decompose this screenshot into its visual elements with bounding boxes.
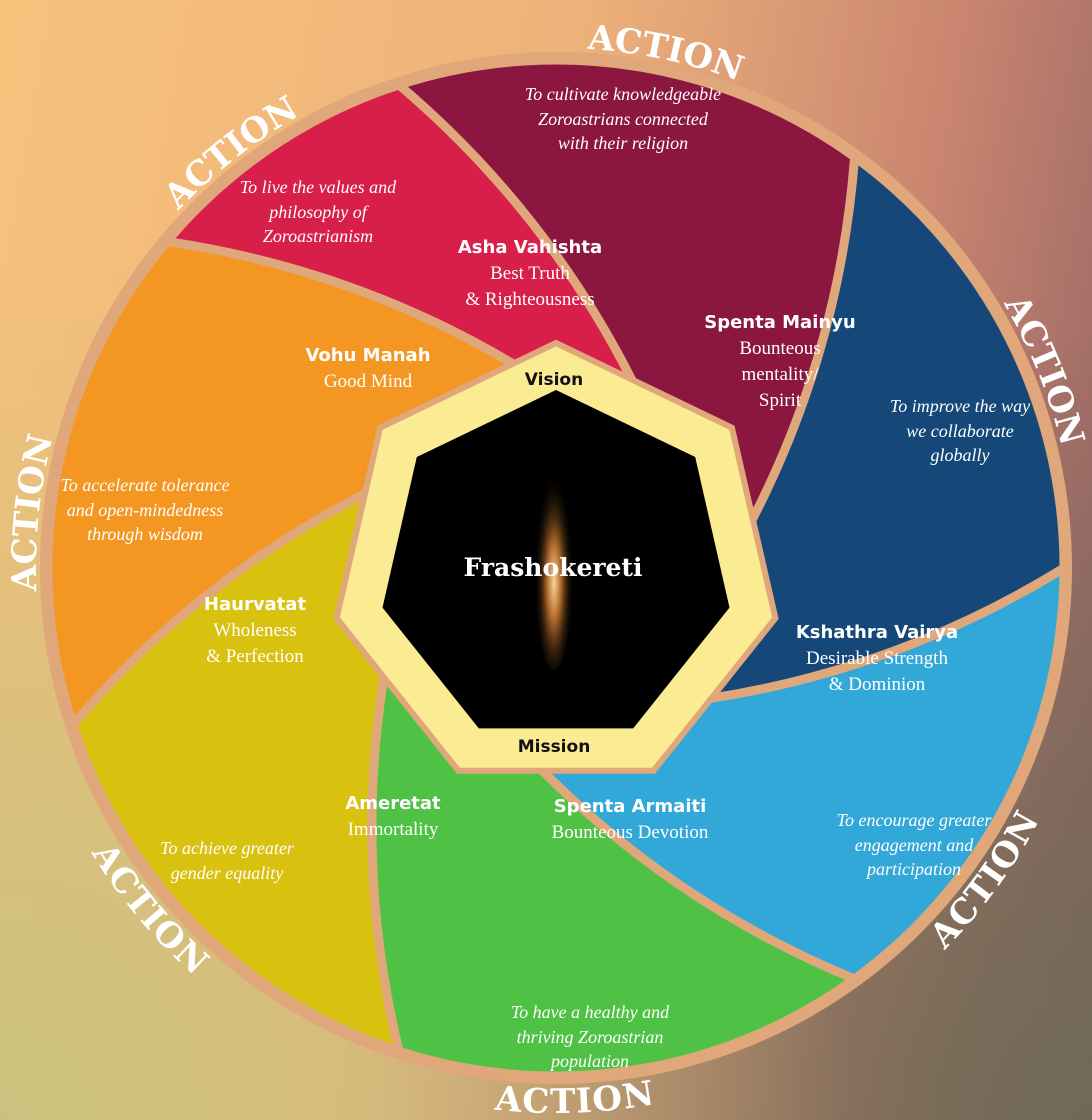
goal-kshathra-vairya: To improve the way we collaborate global… bbox=[889, 396, 1031, 465]
mission-label: Mission bbox=[517, 737, 591, 757]
goal-asha-vahishta: To live the values and philosophy of Zor… bbox=[239, 177, 397, 246]
segment-label-ameretat: Ameretat Immortality bbox=[345, 793, 441, 840]
goal-spenta-mainyu: To cultivate knowledgeable Zoroastrians … bbox=[524, 84, 722, 153]
goal-ameretat: To have a healthy and thriving Zoroastri… bbox=[510, 1002, 670, 1071]
segment-vohu-manah bbox=[43, 237, 576, 730]
segment-label-vohu-manah: Vohu Manah Good Mind bbox=[305, 345, 431, 392]
segment-label-spenta-mainyu: Spenta Mainyu Bounteous mentality/ Spiri… bbox=[704, 312, 856, 411]
segment-label-kshathra-vairya: Kshathra Vairya Desirable Strength & Dom… bbox=[795, 622, 959, 695]
goal-haurvatat: To achieve greater gender equality bbox=[160, 838, 294, 883]
goal-spenta-armaiti: To encourage greater engagement and part… bbox=[836, 810, 992, 879]
vision-label: Vision bbox=[524, 370, 584, 390]
flame-icon bbox=[534, 450, 574, 670]
center-title: Frashokereti bbox=[463, 553, 643, 582]
wheel-segments bbox=[40, 52, 1072, 1084]
segment-label-asha-vahishta: Asha Vahishta Best Truth & Righteousness bbox=[457, 237, 603, 310]
segment-label-haurvatat: Haurvatat Wholeness & Perfection bbox=[203, 594, 307, 667]
segment-label-spenta-armaiti: Spenta Armaiti Bounteous Devotion bbox=[551, 796, 709, 843]
goal-vohu-manah: To accelerate tolerance and open-mindedn… bbox=[60, 475, 230, 544]
